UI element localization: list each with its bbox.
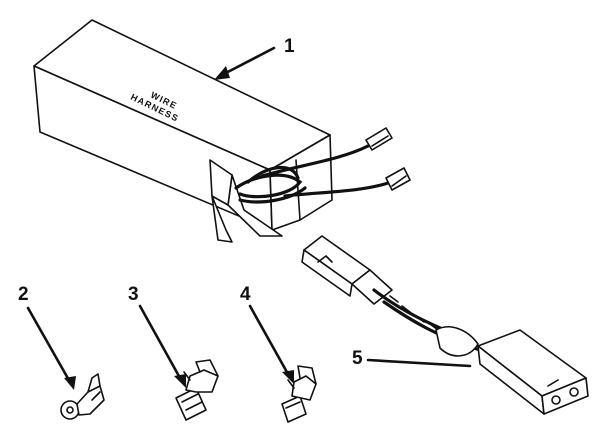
flag-terminal-large — [175, 359, 219, 421]
wire-terminal-lower — [385, 167, 411, 191]
callout-1: 1 — [214, 36, 295, 80]
callout-4-number: 4 — [240, 284, 251, 305]
wire-terminal-upper — [365, 127, 393, 151]
callout-4: 4 — [240, 284, 294, 384]
wire-harness-box: WIRE HARNESS — [33, 19, 411, 243]
connector-harness — [301, 235, 589, 415]
ring-terminal — [60, 373, 105, 420]
callout-5-number: 5 — [352, 348, 363, 369]
callout-2-number: 2 — [18, 284, 29, 305]
callout-3: 3 — [128, 284, 186, 388]
callout-1-number: 1 — [284, 36, 295, 57]
callout-2: 2 — [18, 284, 76, 390]
callout-3-number: 3 — [128, 284, 139, 305]
callout-5: 5 — [352, 348, 472, 369]
flag-terminal-small — [281, 365, 317, 423]
